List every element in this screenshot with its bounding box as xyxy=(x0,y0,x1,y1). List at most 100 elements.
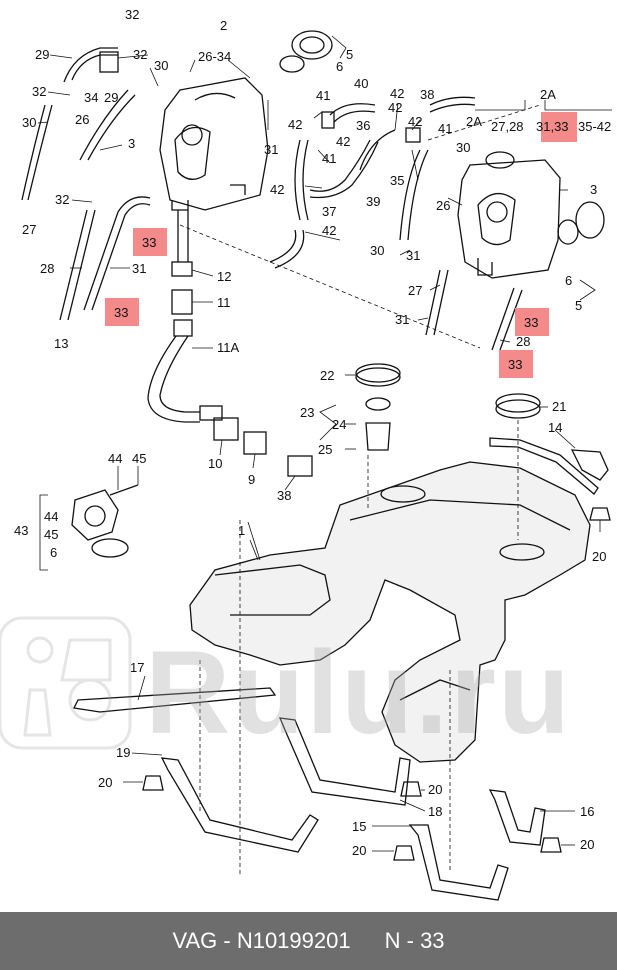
highlight-box xyxy=(499,350,533,378)
hoses-left xyxy=(21,47,151,321)
callout-2: 2 xyxy=(220,18,227,33)
parts-diagram: 29 32 2 26-34 5 6 30 32 32 34 29 30 26 3… xyxy=(0,7,612,901)
callout-27: 27 xyxy=(408,283,422,298)
watermark-disc-icon xyxy=(68,678,112,722)
leader-lines xyxy=(37,35,612,852)
cap-assembly-43 xyxy=(71,484,139,558)
highlight-box xyxy=(133,228,167,256)
sender-ring xyxy=(355,363,541,451)
callout-30: 26 xyxy=(75,112,89,127)
callout-32: 32 xyxy=(125,7,139,22)
callout-26-34: 26-34 xyxy=(198,49,231,64)
callout-44: 44 xyxy=(108,451,122,466)
callout-31: 31 xyxy=(406,248,420,263)
callout-42: 35 xyxy=(390,173,404,188)
callouts: 29 32 2 26-34 5 6 30 32 32 34 29 30 26 3… xyxy=(14,7,611,858)
callout-2A: 2A xyxy=(540,87,556,102)
callout-31-33-highlight: 31,33 xyxy=(536,119,569,134)
callout-13: 12 xyxy=(217,269,231,284)
strap-16 xyxy=(488,789,546,846)
fuel-tank xyxy=(189,461,591,763)
callout-44: 44 xyxy=(44,509,58,524)
callout-22: 22 xyxy=(320,368,334,383)
filler-neck xyxy=(147,210,313,477)
callout-29: 29 xyxy=(35,47,49,62)
callout-32: 34 xyxy=(84,90,98,105)
callout-12: 11 xyxy=(217,295,231,310)
footer-separator: - xyxy=(217,928,237,953)
callout-31: 31 xyxy=(395,312,409,327)
callout-6: 6 xyxy=(565,273,572,288)
callout-20: 20 xyxy=(352,843,366,858)
callout-16: 16 xyxy=(580,804,594,819)
callout-31: 13 xyxy=(54,336,68,351)
callout-34: 29 xyxy=(104,90,118,105)
callout-32: 32 xyxy=(133,47,147,62)
nuts-20 xyxy=(142,507,611,861)
callout-20: 20 xyxy=(98,775,112,790)
breather-hoses xyxy=(269,96,476,269)
callout-32: 27 xyxy=(22,222,36,237)
callout-37: 39 xyxy=(366,194,380,209)
callout-33-highlight: 33 xyxy=(142,235,156,250)
highlighted-callouts: 33 33 31,33 33 33 xyxy=(105,112,577,378)
footer-ref-separator: - xyxy=(400,928,421,953)
watermark-door-icon xyxy=(60,638,112,682)
expansion-tank-left xyxy=(159,77,269,211)
callout-28: 31 xyxy=(132,261,146,276)
callout-24: 24 xyxy=(332,417,346,432)
callout-3: 3 xyxy=(590,182,597,197)
callout-14: 14 xyxy=(548,420,562,435)
watermark-text: Rulu.ru xyxy=(145,627,572,759)
footer-part-number: N10199201 xyxy=(236,928,351,953)
strap-17 xyxy=(73,687,277,713)
callout-5: 5 xyxy=(575,298,582,313)
callout-17: 17 xyxy=(130,660,144,675)
footer-bar: VAG - N10199201 N - 33 xyxy=(0,912,617,970)
callout-41: 42 xyxy=(390,86,404,101)
callout-27-28: 27,28 xyxy=(491,119,524,134)
callout-30: 30 xyxy=(154,58,168,73)
callout-43: 43 xyxy=(14,523,28,538)
watermark-bottle-icon xyxy=(23,688,52,737)
callout-36: 42 xyxy=(336,134,350,149)
callout-28: 28 xyxy=(516,334,530,349)
callout-27: 28 xyxy=(40,261,54,276)
callout-42: 38 xyxy=(420,87,434,102)
callout-35: 41 xyxy=(438,121,452,136)
callout-18: 18 xyxy=(428,804,442,819)
callout-42: 2A xyxy=(466,114,482,129)
callout-39: 42 xyxy=(322,223,336,238)
footer-brand: VAG xyxy=(172,928,218,953)
callout-20: 20 xyxy=(428,782,442,797)
watermark-lamp-icon xyxy=(26,636,54,664)
callout-3: 31 xyxy=(264,142,278,157)
callout-41: 42 xyxy=(270,182,284,197)
callout-38: 40 xyxy=(354,76,368,91)
callout-30: 30 xyxy=(456,140,470,155)
strap-18 xyxy=(278,717,411,806)
callout-11: 11A xyxy=(217,340,239,355)
callout-30: 30 xyxy=(370,243,384,258)
strap-19 xyxy=(160,757,319,853)
callout-25: 25 xyxy=(318,442,332,457)
callout-11A: 10 xyxy=(208,456,222,471)
strap-15 xyxy=(408,824,509,901)
callout-6: 6 xyxy=(336,59,343,74)
highlight-box xyxy=(515,308,549,336)
watermark-icons xyxy=(0,616,132,750)
highlight-box xyxy=(105,298,139,326)
callout-20: 20 xyxy=(580,837,594,852)
callout-33-highlight: 33 xyxy=(114,305,128,320)
callout-32: 32 xyxy=(32,84,46,99)
callout-20: 20 xyxy=(592,549,606,564)
callout-45: 45 xyxy=(132,451,146,466)
callout-42: 37 xyxy=(322,204,336,219)
callout-45: 45 xyxy=(44,527,58,542)
filler-cap-left xyxy=(279,30,333,73)
callout-41: 42 xyxy=(388,100,402,115)
callout-1: 1 xyxy=(238,523,245,538)
callout-26: 26 xyxy=(436,198,450,213)
highlight-box xyxy=(541,112,577,142)
callout-33-highlight: 33 xyxy=(508,357,522,372)
